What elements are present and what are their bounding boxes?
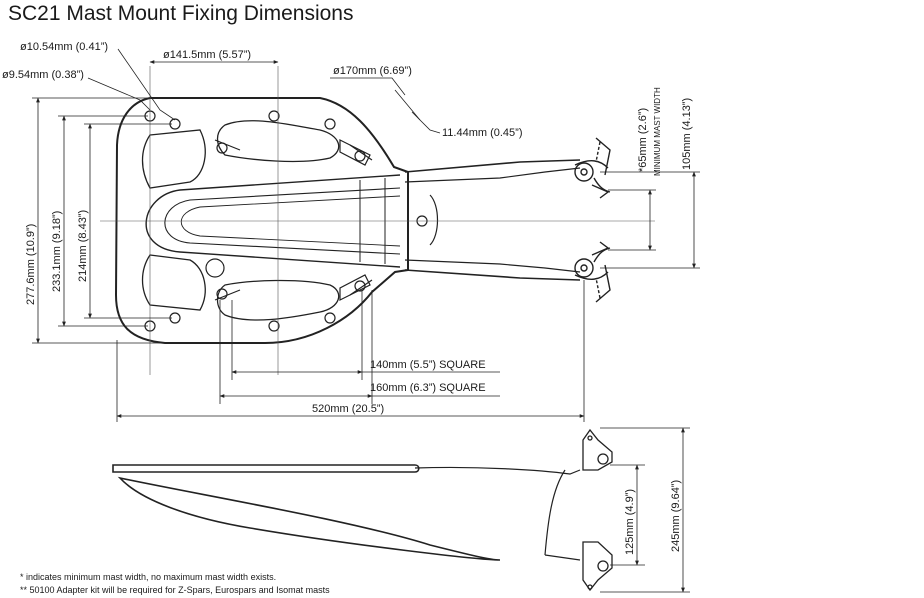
center-channel [145, 174, 401, 268]
label-height-mid: 233.1mm (9.18”) [51, 211, 63, 292]
side-jaws [582, 428, 613, 592]
top-view [100, 66, 655, 375]
side-view [112, 428, 613, 592]
dimension-labels: ø10.54mm (0.41”) ø9.54mm (0.38”) ø141.5m… [2, 41, 693, 555]
label-pcd-large: ø170mm (6.69”) [333, 65, 412, 77]
label-slot: 11.44mm (0.45”) [442, 127, 523, 139]
label-hole-a: ø10.54mm (0.41”) [20, 41, 108, 53]
dimension-lines [32, 48, 700, 422]
label-jaw-span: 105mm (4.13”) [681, 98, 693, 170]
label-side-outer: 245mm (9.64”) [670, 480, 682, 552]
page-title: SC21 Mast Mount Fixing Dimensions [8, 2, 354, 25]
label-side-inner: 125mm (4.9”) [624, 489, 636, 555]
label-min-mast: *65mm (2.6”) [637, 108, 649, 172]
label-hole-b: ø9.54mm (0.38”) [2, 69, 84, 81]
label-min-mast-caption: MINIMUM MAST WIDTH [653, 87, 662, 176]
label-height-overall: 277.6mm (10.9”) [25, 224, 37, 305]
label-length: 520mm (20.5”) [312, 403, 384, 415]
footnote-adapter: ** 50100 Adapter kit will be required fo… [20, 585, 330, 595]
mounting-plate-outline [114, 97, 409, 344]
jaw-arm [404, 159, 581, 281]
label-pcd-small: ø141.5mm (5.57”) [163, 49, 251, 61]
label-square-small: 140mm (5.5”) SQUARE [370, 359, 486, 371]
side-body [117, 476, 501, 561]
footnote-min-mast: * indicates minimum mast width, no maxim… [20, 572, 277, 582]
label-height-inner: 214mm (8.43”) [77, 210, 89, 282]
label-square-large: 160mm (6.3”) SQUARE [370, 382, 486, 394]
side-plate [112, 464, 420, 473]
mast-jaws [574, 137, 611, 303]
